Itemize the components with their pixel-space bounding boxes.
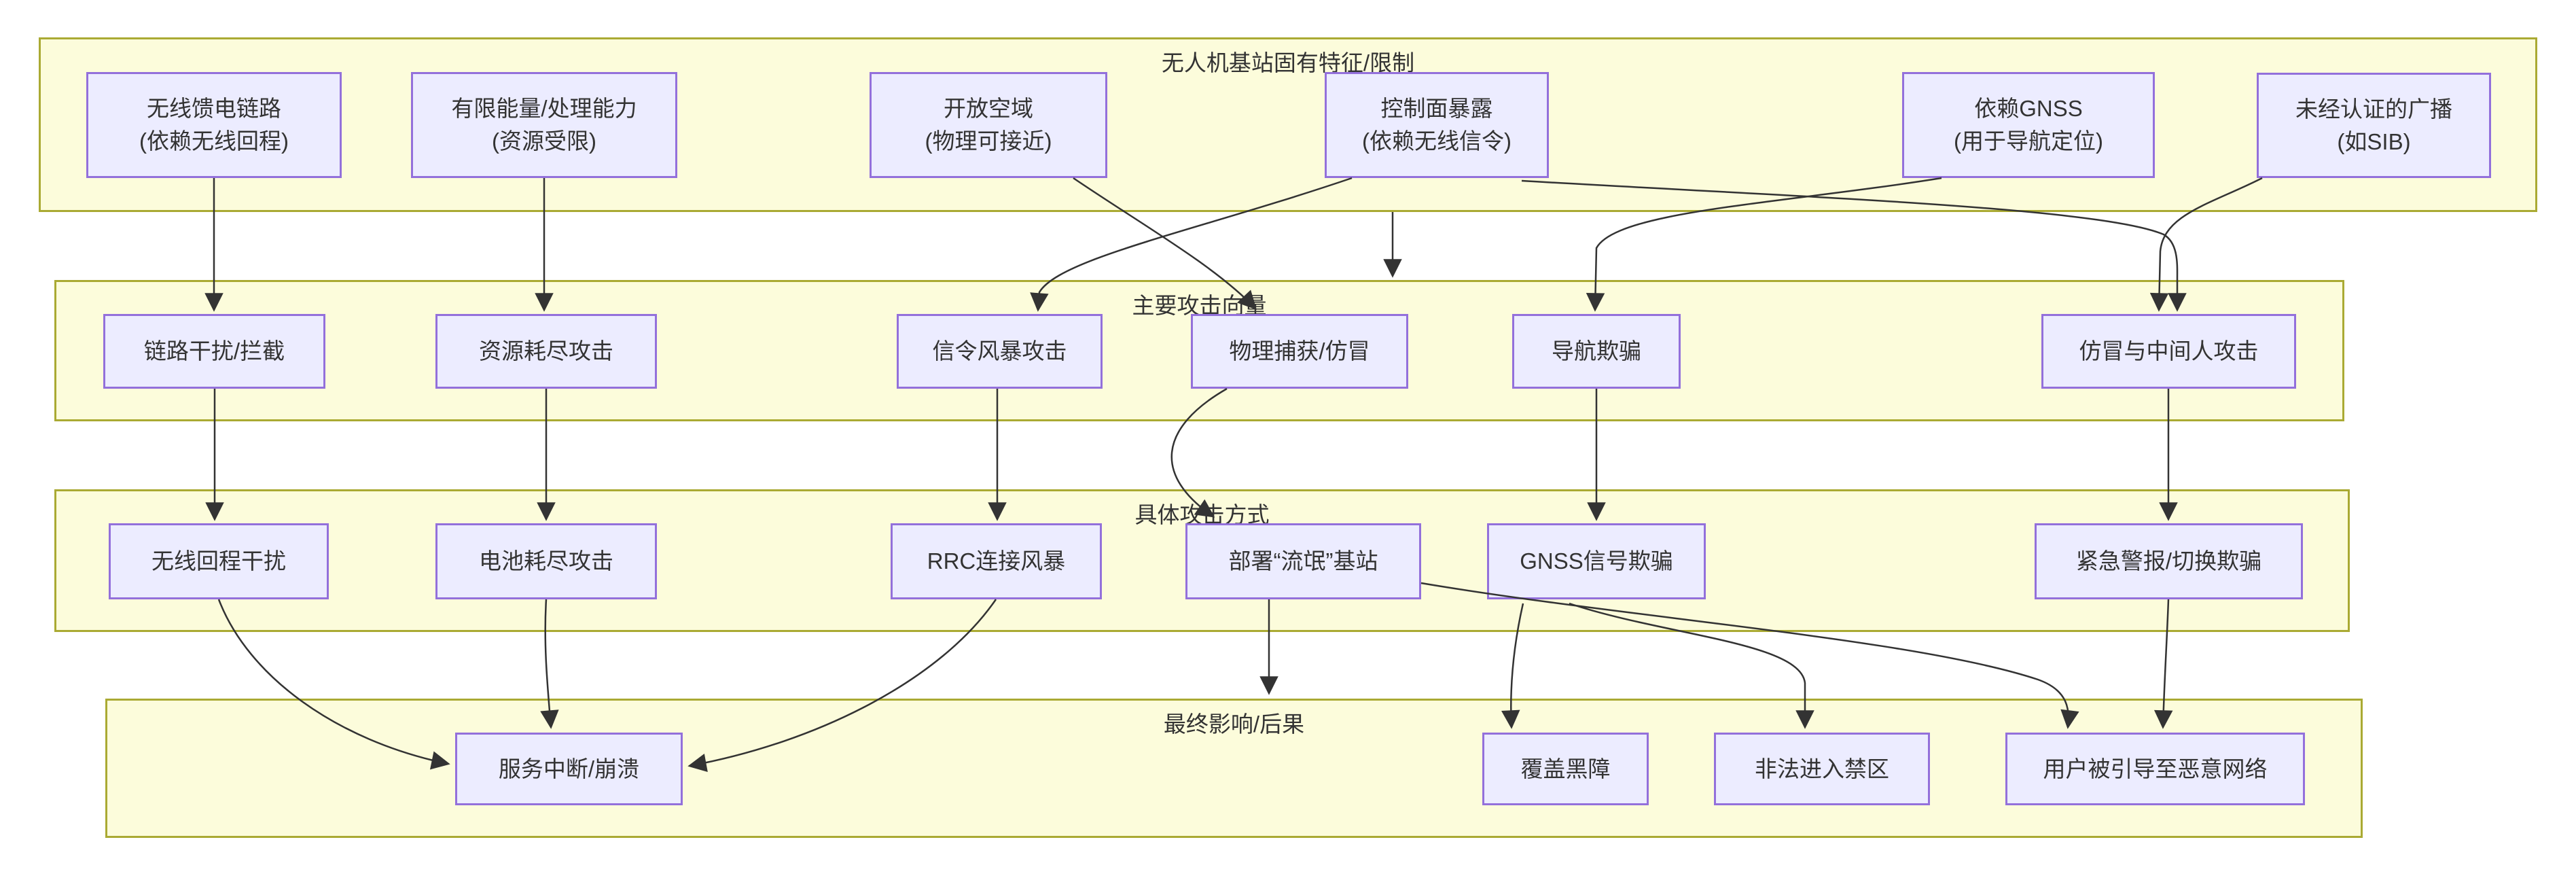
node-label: 电池耗尽攻击: [479, 548, 613, 574]
node-navigation-spoofing: 导航欺骗: [1512, 314, 1681, 389]
node-gnss-dependence: 依赖GNSS (用于导航定位): [1902, 72, 2155, 178]
node-rogue-base-station: 部署“流氓”基站: [1185, 523, 1421, 599]
node-label: (依赖无线回程): [139, 128, 289, 154]
node-label: 非法进入禁区: [1755, 756, 1889, 782]
node-label: 未经认证的广播: [2295, 96, 2452, 122]
node-resource-exhaustion-attack: 资源耗尽攻击: [435, 314, 657, 389]
node-link-jamming-interception: 链路干扰/拦截: [103, 314, 325, 389]
node-label: 信令风暴攻击: [932, 338, 1067, 364]
cluster-title-consequences: 最终影响/后果: [1163, 712, 1305, 737]
node-physical-capture-impersonation: 物理捕获/仿冒: [1191, 314, 1408, 389]
node-label: 服务中断/崩溃: [498, 756, 640, 782]
node-impersonation-mitm-attack: 仿冒与中间人攻击: [2041, 314, 2296, 389]
node-users-redirected-malicious-network: 用户被引导至恶意网络: [2005, 733, 2305, 805]
cluster-title-inherent-features: 无人机基站固有特征/限制: [1161, 50, 1415, 75]
node-label: (依赖无线信令): [1362, 128, 1511, 154]
node-label: 链路干扰/拦截: [143, 338, 285, 364]
node-label: 无线馈电链路: [147, 96, 281, 121]
node-label: GNSS信号欺骗: [1520, 548, 1673, 574]
node-limited-energy-processing: 有限能量/处理能力 (资源受限): [411, 72, 677, 178]
node-label: 紧急警报/切换欺骗: [2075, 548, 2262, 574]
node-label: 仿冒与中间人攻击: [2079, 338, 2259, 364]
node-label: 控制面暴露: [1380, 96, 1493, 121]
node-label: 物理捕获/仿冒: [1229, 338, 1370, 364]
node-label: 覆盖黑障: [1520, 756, 1611, 782]
node-service-outage-crash: 服务中断/崩溃: [455, 733, 683, 805]
node-label: 导航欺骗: [1552, 338, 1641, 364]
node-open-airspace: 开放空域 (物理可接近): [870, 72, 1107, 178]
node-emergency-alert-handover-spoofing: 紧急警报/切换欺骗: [2035, 523, 2303, 599]
node-coverage-blackout: 覆盖黑障: [1482, 733, 1649, 805]
node-label: (物理可接近): [925, 128, 1052, 154]
node-label: 无线回程干扰: [151, 548, 286, 574]
node-illegal-entry-restricted-area: 非法进入禁区: [1714, 733, 1930, 805]
node-unauthenticated-broadcast: 未经认证的广播 (如SIB): [2257, 73, 2491, 178]
node-label: (资源受限): [492, 128, 596, 154]
node-label: 用户被引导至恶意网络: [2043, 756, 2268, 782]
node-wireless-backhaul-jamming: 无线回程干扰: [109, 523, 329, 599]
node-label: (用于导航定位): [1954, 128, 2103, 154]
node-gnss-signal-spoofing: GNSS信号欺骗: [1487, 523, 1706, 599]
node-control-plane-exposure: 控制面暴露 (依赖无线信令): [1325, 72, 1549, 178]
node-rrc-connection-storm: RRC连接风暴: [891, 523, 1102, 599]
node-label: 有限能量/处理能力: [451, 96, 637, 121]
node-battery-drain-attack: 电池耗尽攻击: [435, 523, 657, 599]
node-label: (如SIB): [2337, 128, 2411, 154]
node-label: 资源耗尽攻击: [479, 338, 613, 364]
node-label: 部署“流氓”基站: [1228, 548, 1378, 574]
node-label: RRC连接风暴: [927, 548, 1066, 574]
node-label: 依赖GNSS: [1974, 96, 2083, 121]
node-label: 开放空域: [944, 96, 1033, 121]
node-signaling-storm-attack: 信令风暴攻击: [897, 314, 1103, 389]
node-wireless-feeder-link: 无线馈电链路 (依赖无线回程): [86, 72, 342, 178]
